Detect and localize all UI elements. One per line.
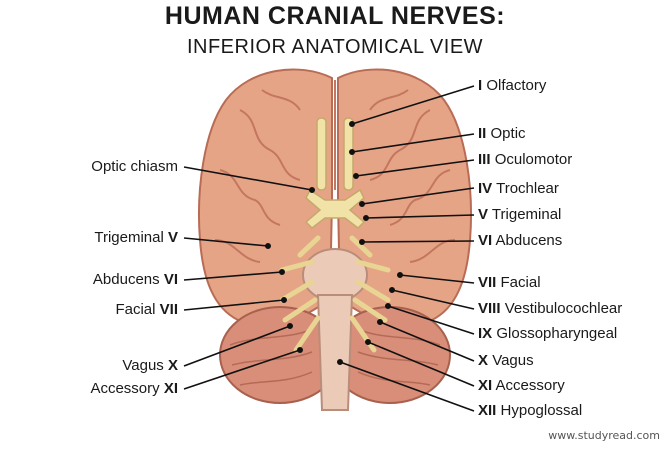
label-cn-vii-facial: VII Facial: [478, 274, 541, 291]
label-left-vagus: Vagus X: [122, 357, 178, 374]
medulla: [316, 294, 354, 411]
label-cn-ix-glossopharyngeal: IX Glossopharyngeal: [478, 325, 618, 342]
label-cn-v-trigeminal: V Trigeminal: [478, 206, 562, 223]
left-cerebral-hemisphere: [198, 68, 333, 322]
label-left-accessory: Accessory XI: [90, 380, 178, 397]
label-left-trigeminal: Trigeminal V: [94, 229, 178, 246]
pons: [302, 248, 368, 302]
left-nerves: [279, 235, 321, 353]
label-cn-iii-oculomotor: III Oculomotor: [478, 151, 573, 168]
label-optic-chiasm: Optic chiasm: [91, 158, 178, 175]
label-left-abducens: Abducens VI: [92, 271, 178, 288]
label-cn-viii-vestibulocochlear: VIII Vestibulocochlear: [478, 300, 623, 317]
label-cn-vi-abducens: VI Abducens: [478, 232, 563, 249]
leader-lines: [183, 85, 475, 412]
label-cn-xi-accessory: XI Accessory: [478, 377, 565, 394]
label-cn-ii-optic: II Optic: [478, 125, 526, 142]
right-nerves: [349, 235, 391, 353]
label-left-facial: Facial VII: [115, 301, 178, 318]
right-cerebral-hemisphere: [337, 68, 472, 322]
diagram-subtitle: INFERIOR ANATOMICAL VIEW: [186, 36, 484, 58]
label-cn-iv-trochlear: IV Trochlear: [478, 180, 559, 197]
watermark: www.studyread.com: [548, 429, 660, 442]
label-cn-x-vagus: X Vagus: [478, 352, 534, 369]
left-olfactory-tract: [316, 117, 327, 191]
label-cn-xii-hypoglossal: XII Hypoglossal: [478, 402, 583, 419]
gyri-lines: [214, 80, 456, 263]
label-cn-i-olfactory: I Olfactory: [478, 77, 547, 94]
diagram-title: HUMAN CRANIAL NERVES:: [164, 2, 506, 30]
optic-chiasm: [304, 188, 366, 229]
